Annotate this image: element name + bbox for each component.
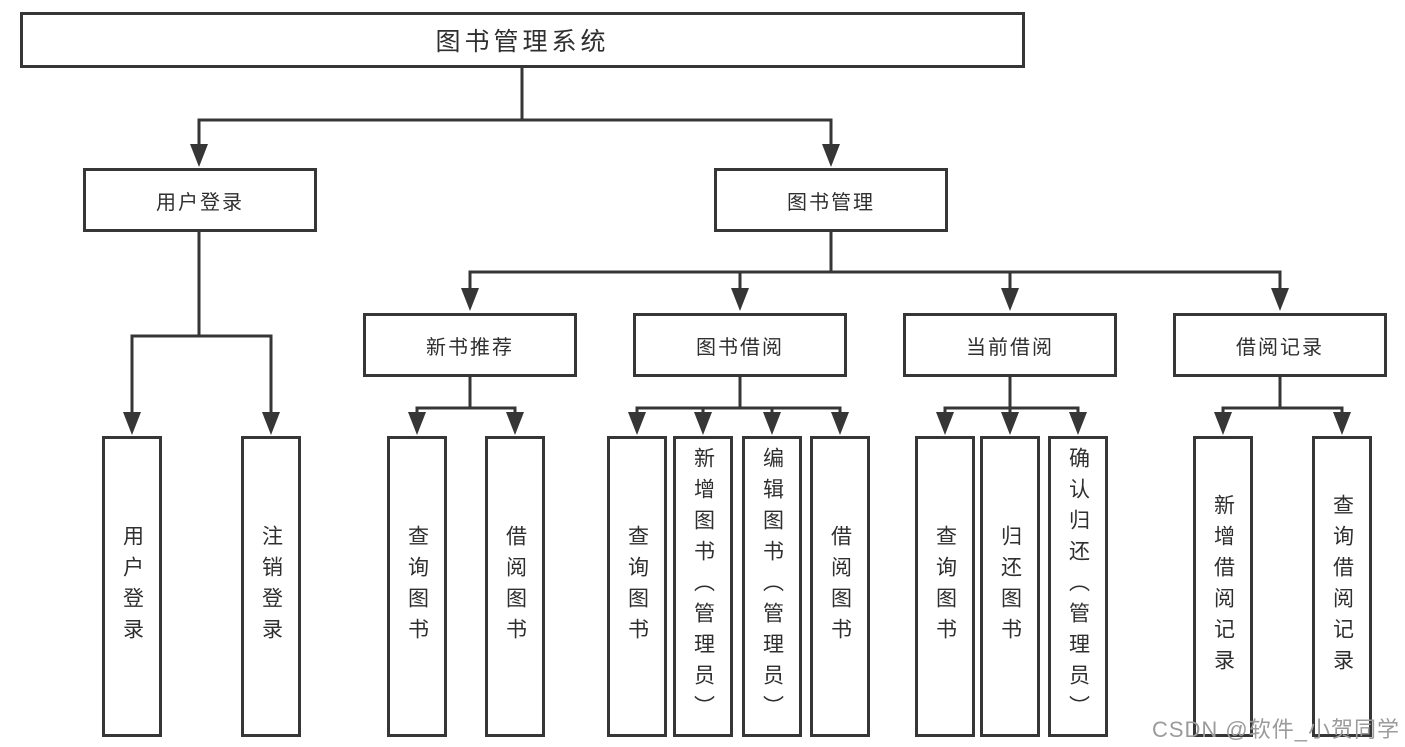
node-book-borrowing: 图书借阅	[633, 313, 847, 377]
node-book-management: 图书管理	[714, 168, 948, 232]
leaf-query-books-borrow-label: 查询图书	[625, 524, 649, 649]
node-current-borrowing: 当前借阅	[903, 313, 1117, 377]
watermark: CSDN @软件_小贺同学	[1151, 717, 1400, 742]
leaf-user-login-label: 用户登录	[120, 524, 144, 649]
node-user-login: 用户登录	[83, 168, 317, 232]
node-root-label: 图书管理系统	[435, 28, 610, 56]
leaf-return-books-label: 归还图书	[998, 524, 1022, 649]
leaf-query-books-borrow: 查询图书	[607, 436, 667, 737]
leaf-query-borrow-record-label: 查询借阅记录	[1330, 493, 1354, 680]
leaf-query-books-current-label: 查询图书	[933, 524, 957, 649]
node-new-book-recommend: 新书推荐	[363, 313, 577, 377]
node-root: 图书管理系统	[20, 12, 1025, 68]
node-user-login-label: 用户登录	[156, 191, 244, 214]
node-book-borrowing-label: 图书借阅	[696, 336, 784, 359]
leaf-borrow-books-label: 借阅图书	[828, 524, 852, 649]
leaf-query-books-recommend: 查询图书	[387, 436, 447, 737]
leaf-borrow-books-recommend-label: 借阅图书	[503, 524, 527, 649]
node-current-borrowing-label: 当前借阅	[966, 336, 1054, 359]
leaf-user-login: 用户登录	[102, 436, 162, 737]
leaf-query-borrow-record: 查询借阅记录	[1312, 436, 1372, 737]
leaf-confirm-return-admin: 确认归还（管理员）	[1048, 436, 1108, 737]
leaf-add-book-admin: 新增图书（管理员）	[673, 436, 733, 737]
leaf-borrow-books-recommend: 借阅图书	[485, 436, 545, 737]
leaf-add-borrow-record: 新增借阅记录	[1193, 436, 1253, 737]
leaf-add-borrow-record-label: 新增借阅记录	[1211, 493, 1235, 680]
leaf-edit-book-admin: 编辑图书（管理员）	[742, 436, 802, 737]
leaf-edit-book-admin-label: 编辑图书（管理员）	[760, 447, 784, 726]
leaf-return-books: 归还图书	[980, 436, 1040, 737]
leaf-confirm-return-admin-label: 确认归还（管理员）	[1066, 447, 1090, 726]
node-new-book-recommend-label: 新书推荐	[426, 336, 514, 359]
node-borrowing-records-label: 借阅记录	[1236, 336, 1324, 359]
leaf-query-books-current: 查询图书	[915, 436, 975, 737]
node-book-management-label: 图书管理	[787, 191, 875, 214]
leaf-query-books-recommend-label: 查询图书	[405, 524, 429, 649]
leaf-logout-label: 注销登录	[259, 524, 283, 649]
leaf-logout: 注销登录	[241, 436, 301, 737]
node-borrowing-records: 借阅记录	[1173, 313, 1387, 377]
leaf-borrow-books: 借阅图书	[810, 436, 870, 737]
leaf-add-book-admin-label: 新增图书（管理员）	[691, 447, 715, 726]
